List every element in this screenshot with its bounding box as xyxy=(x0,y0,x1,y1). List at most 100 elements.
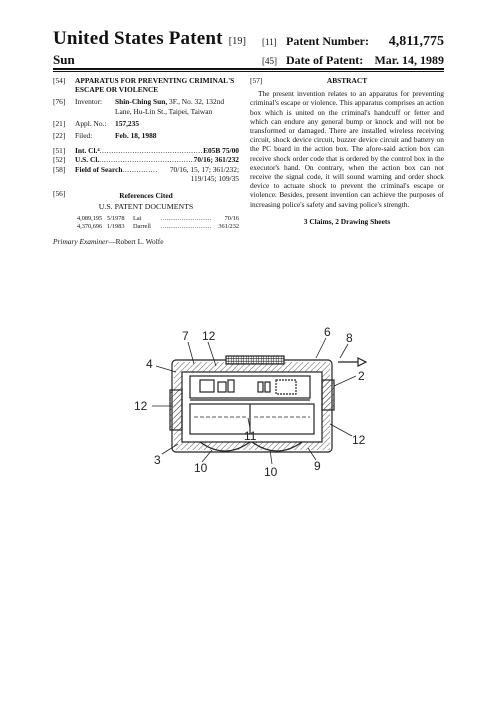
invention-title: APPARATUS FOR PREVENTING CRIMINAL'S ESCA… xyxy=(75,76,235,95)
leader-7 xyxy=(187,341,195,365)
appl-number: 157,235 xyxy=(115,118,140,128)
references-heading-row: [56] References Cited xyxy=(53,189,239,202)
title-code: [19] xyxy=(228,36,247,47)
figure-labels: 7 12 6 8 4 2 12 11 12 3 10 10 9 xyxy=(134,325,366,479)
filed-row: [22] Filed: Feb. 18, 1988 xyxy=(53,131,239,140)
abstract-code: [57] xyxy=(250,76,263,85)
date-label: Date of Patent: xyxy=(286,53,364,67)
reference-date: 5/1978 xyxy=(107,215,125,223)
component-f xyxy=(275,379,297,395)
bottom-arc-right xyxy=(251,441,303,452)
filed-label: Filed: xyxy=(75,131,93,141)
title-text: United States Patent xyxy=(53,28,223,49)
figure-label: 12 xyxy=(352,433,366,447)
title-row: [54] APPARATUS FOR PREVENTING CRIMINAL'S… xyxy=(53,76,239,94)
int-cl-row: [51] Int. Cl.⁴ .........................… xyxy=(53,146,239,155)
leader-lines xyxy=(152,337,357,465)
reference-name: Darrell xyxy=(133,223,151,231)
references-code: [56] xyxy=(53,189,66,199)
patent-number-label: Patent Number: xyxy=(286,34,369,48)
date-of-patent: Mar. 14, 1989 xyxy=(374,53,444,67)
antenna-pin xyxy=(338,357,368,367)
us-cl-code: [52] xyxy=(53,155,66,165)
figure-label: 12 xyxy=(134,399,148,413)
int-cl-value: E05B 75/00 xyxy=(203,146,239,156)
us-patent-documents-heading: U.S. PATENT DOCUMENTS xyxy=(98,202,194,212)
component-e xyxy=(264,381,271,393)
figure-label: 6 xyxy=(324,325,331,339)
inventor-row: [76] Inventor: Shin-Ching Sun, 3F., No. … xyxy=(53,97,239,115)
bibliographic-column: [54] APPARATUS FOR PREVENTING CRIMINAL'S… xyxy=(53,76,239,246)
filed-field-code: [22] xyxy=(53,131,66,141)
leader-10-right xyxy=(269,449,273,465)
patent-header-title: United States Patent [19] xyxy=(53,28,246,50)
inventor-label: Inventor: xyxy=(75,97,103,107)
reference-date: 1/1983 xyxy=(107,223,125,231)
search-code: [58] xyxy=(53,164,66,174)
housing-wall xyxy=(174,362,330,450)
us-cl-value: 70/16; 361/232 xyxy=(193,155,239,165)
references-heading: References Cited xyxy=(119,191,173,201)
leader-12-right xyxy=(329,423,353,437)
figure-label: 3 xyxy=(154,453,161,467)
reference-row: 4,089,195 5/1978 Lai ...................… xyxy=(53,215,239,223)
field-of-search-row: [58] Field of Search ............... 70/… xyxy=(53,165,239,174)
battery-box xyxy=(189,403,315,435)
title-field-code: [54] xyxy=(53,76,66,85)
int-cl-label: Int. Cl.⁴ xyxy=(75,146,100,156)
figure-label: 10 xyxy=(194,461,208,475)
component-c xyxy=(227,379,235,393)
header-rule-thick xyxy=(53,68,444,70)
inventor-surname: Sun xyxy=(53,52,75,67)
us-cl-label: U.S. Cl. xyxy=(75,155,100,165)
component-a xyxy=(199,379,215,393)
header-rule-thin xyxy=(53,71,444,72)
patent-drawing: 7 12 6 8 4 2 12 11 12 3 10 10 9 xyxy=(134,325,368,479)
leader-8 xyxy=(339,343,349,359)
date-of-patent-row: [45] Date of Patent: Mar. 14, 1989 xyxy=(262,53,444,68)
reference-leader: ........................................… xyxy=(161,215,211,223)
examiner-name: —Robert L. Wolfe xyxy=(108,236,164,246)
filed-date: Feb. 18, 1988 xyxy=(115,131,157,141)
primary-examiner: Primary Examiner—Robert L. Wolfe xyxy=(53,237,239,246)
claims-line: 3 Claims, 2 Drawing Sheets xyxy=(303,216,391,226)
leader-4 xyxy=(155,365,177,373)
leader-10-left xyxy=(201,449,213,463)
figure-label: 2 xyxy=(358,369,365,383)
reference-number: 4,370,696 xyxy=(77,223,103,231)
figure-label: 7 xyxy=(182,329,189,343)
figure-label: 12 xyxy=(202,329,216,343)
patent-number-code: [11] xyxy=(262,37,277,47)
search-value: 70/16, 15, 17; 361/232; xyxy=(169,164,239,174)
inventor-address: 3F., No. 32, 132nd Lane, Hu-Lin St., Tai… xyxy=(115,97,225,116)
reference-number: 4,089,195 xyxy=(77,215,103,223)
int-cl-code: [51] xyxy=(53,146,66,156)
figure-label: 8 xyxy=(346,331,353,345)
reference-name: Lai xyxy=(133,215,142,223)
figure-label: 11 xyxy=(244,429,257,443)
inventor-field-code: [76] xyxy=(53,97,66,107)
cap-plate xyxy=(225,355,285,365)
action-box-drawing xyxy=(152,337,368,465)
appl-field-code: [21] xyxy=(53,118,66,128)
us-cl-leader: ........................................… xyxy=(99,155,194,165)
pc-board xyxy=(189,375,311,399)
leader-3 xyxy=(161,443,179,455)
search-value-continued: 119/145; 109/35 xyxy=(190,173,239,183)
leader-9 xyxy=(307,447,317,461)
appl-label: Appl. No.: xyxy=(75,118,107,128)
int-cl-leader: ........................................… xyxy=(99,146,204,156)
component-b xyxy=(217,381,227,393)
leader-12-top xyxy=(207,341,217,367)
reference-row: 4,370,696 1/1983 Darrell ...............… xyxy=(53,223,239,231)
reference-class: 361/232 xyxy=(218,223,239,231)
examiner-label: Primary Examiner xyxy=(53,236,109,246)
abstract-column: [57] ABSTRACT The present invention rela… xyxy=(250,76,444,226)
figure-label: 10 xyxy=(264,465,278,479)
date-code: [45] xyxy=(262,56,277,66)
leader-11 xyxy=(247,417,251,429)
search-leader: ............... xyxy=(122,164,158,174)
abstract-heading: ABSTRACT xyxy=(326,76,368,85)
inventor-name: Shin-Ching Sun, xyxy=(115,97,168,107)
